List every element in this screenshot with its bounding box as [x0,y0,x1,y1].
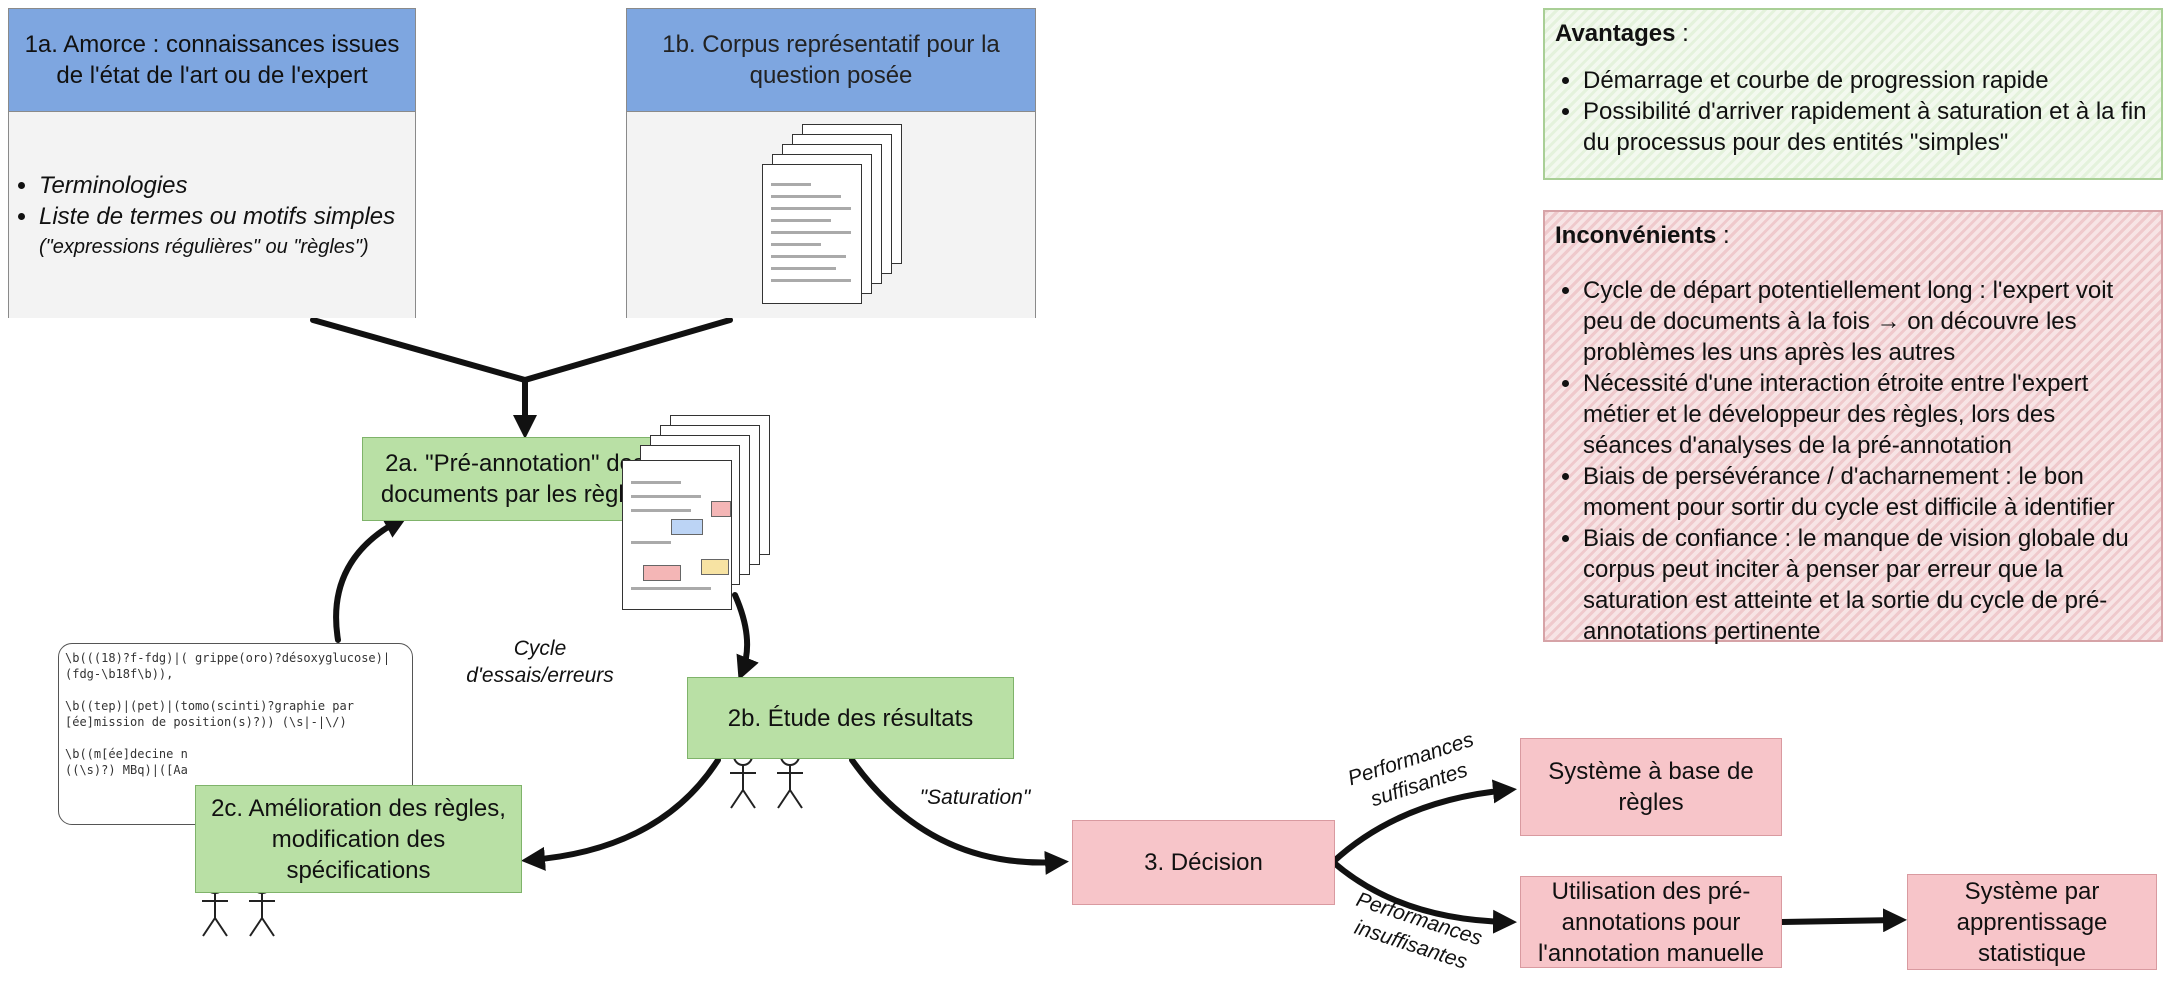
label-cycle: Cycle d'essais/erreurs [466,637,614,687]
box-output-stat-title: Système par apprentissage statistique [1956,877,2108,967]
advantages-suffix: : [1675,20,1689,47]
box-2c-title: 2c. Amélioration des règles, modificatio… [211,794,506,884]
code-line: ((\s)?) MBq)|([Aa [65,763,188,777]
drawback-item: Nécessité d'une interaction étroite entr… [1583,368,2151,461]
highlight-red [643,565,681,581]
arrow-2b-to-3 [849,757,1069,875]
advantages-title: Avantages [1555,20,1676,47]
box-output-rules-title: Système à base de règles [1548,758,1754,816]
box-1a-item: Liste de termes ou motifs simples [39,201,409,232]
drawbacks-panel: Inconvénients : Cycle de départ potentie… [1543,210,2163,645]
advantage-item: Possibilité d'arriver rapidement à satur… [1583,96,2151,158]
box-1a-item: Terminologies [39,170,409,201]
code-line [65,682,406,698]
box-2a-title: 2a. "Pré-annotation" des documents par l… [380,450,650,508]
label-saturation: "Saturation" [919,786,1031,809]
code-line: \b((m[ée]decine n [65,747,188,761]
drawbacks-suffix: : [1716,222,1730,249]
highlight-red [711,501,731,517]
arrow-2a-to-2b [732,592,759,681]
document-icon [622,460,732,610]
advantages-panel: Avantages : Démarrage et courbe de progr… [1543,8,2163,180]
box-2c: 2c. Amélioration des règles, modificatio… [195,785,522,893]
code-line: \b(((18)?f-fdg)|( grippe(oro)?désoxygluc… [65,651,391,665]
highlight-blue [671,519,703,535]
arrow-3-to-manual [1330,859,1517,934]
advantage-item: Démarrage et courbe de progression rapid… [1583,65,2151,96]
box-1a-note: ("expressions régulières" ou "règles") [39,236,369,258]
box-3-title: 3. Décision [1144,849,1263,876]
arrow-3-to-rules [1330,779,1517,865]
box-output-manual: Utilisation des pré-annotations pour l'a… [1520,876,1782,968]
box-output-manual-title: Utilisation des pré-annotations pour l'a… [1537,877,1765,967]
arrow-2c-to-2a [333,515,408,643]
connector-1a-merge [310,317,528,383]
annotated-documents [620,410,770,610]
connector-1b-merge [522,317,733,383]
box-2b-title: 2b. Étude des résultats [727,704,974,732]
arrow-2b-to-2c [521,757,721,871]
code-line: (fdg-\b18f\b)), [65,667,174,681]
code-line: \b((tep)|(pet)|(tomo(scinti)?graphie par [65,699,354,713]
box-1b-body [627,112,1035,318]
code-line [65,730,406,746]
box-output-rules: Système à base de règles [1520,738,1782,836]
box-1a-title: 1a. Amorce : connaissances issues de l'é… [9,9,415,112]
code-line: [ée]mission de position(s)?)) (\s|-|\/) [65,715,347,729]
highlight-yellow [701,559,729,575]
box-2a: 2a. "Pré-annotation" des documents par l… [362,437,668,521]
box-1a-body: Terminologies Liste de termes ou motifs … [9,112,415,318]
drawbacks-heading: Inconvénients : [1555,220,2151,251]
box-2b: 2b. Étude des résultats [687,677,1014,759]
box-1a: 1a. Amorce : connaissances issues de l'é… [8,8,416,318]
drawbacks-title: Inconvénients [1555,222,1717,249]
box-1b: 1b. Corpus représentatif pour la questio… [626,8,1036,318]
drawback-item: Biais de persévérance / d'acharnement : … [1583,461,2151,523]
box-3: 3. Décision [1072,820,1335,905]
box-output-stat: Système par apprentissage statistique [1907,874,2157,970]
arrow-manual-to-stat [1779,908,1907,933]
drawback-item: Biais de confiance : le manque de vision… [1583,523,2151,647]
box-1b-title: 1b. Corpus représentatif pour la questio… [627,9,1035,112]
document-icon [762,164,862,304]
advantages-heading: Avantages : [1555,18,2151,49]
drawback-item: Cycle de départ potentiellement long : l… [1583,275,2151,368]
